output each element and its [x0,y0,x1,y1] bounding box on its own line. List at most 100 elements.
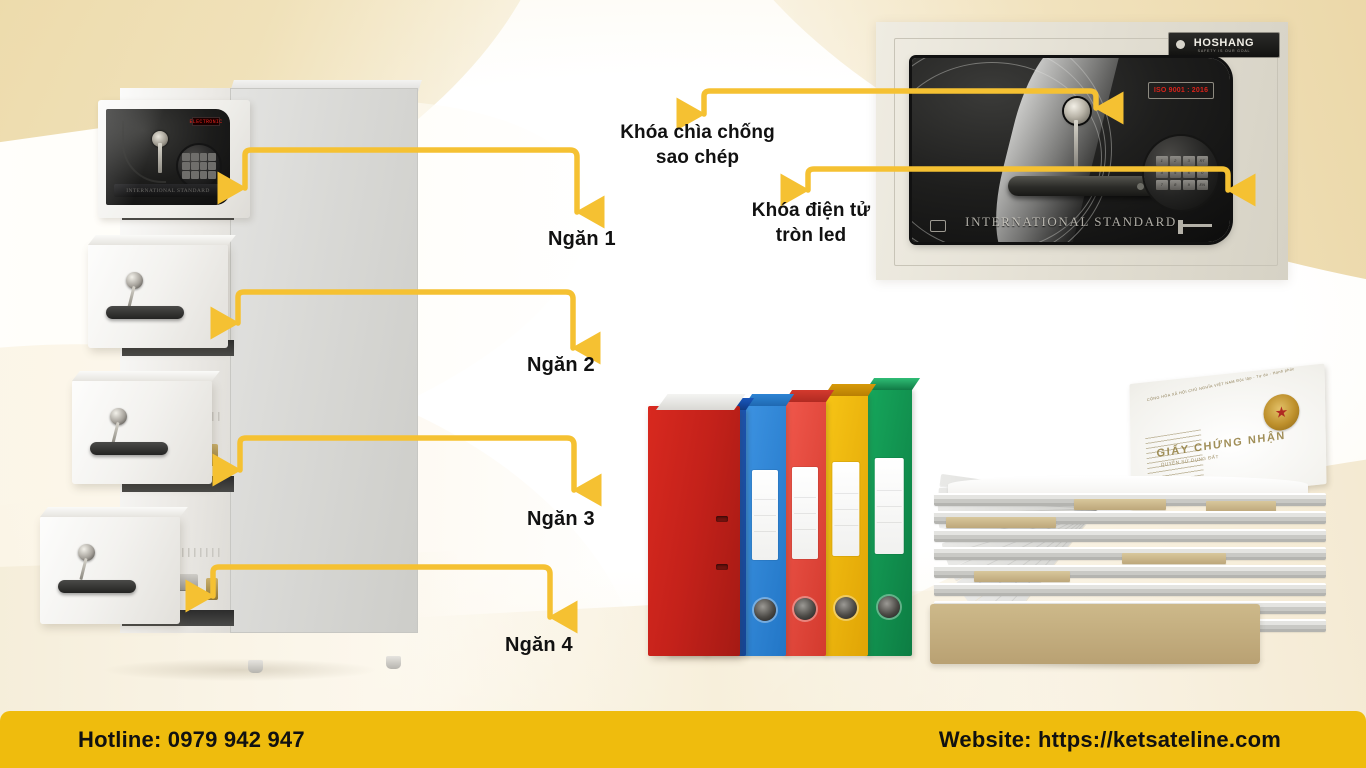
keypad-key-rt[interactable]: RT [1196,156,1208,166]
cabinet-safe-door-face: ELECTRONIC INTERNATIONAL STANDARD [106,109,230,205]
safe-door-standard-text: INTERNATIONAL STANDARD [965,214,1177,229]
cabinet-safe-cable [122,121,166,183]
cabinet-drawer-4-key-icon [79,557,88,581]
safe-iso-badge-text: ISO 9001 : 2016 [1153,87,1209,94]
cabinet-drawer-2-handle[interactable] [106,306,184,319]
cabinet-drawer-4 [40,507,188,624]
binder-lightblue-ring-icon [754,598,776,621]
stack-folder-tab [1074,499,1166,510]
keypad-key-2[interactable]: 2 [1169,156,1181,166]
safe-inserted-key-icon [1074,120,1078,168]
safe-iso-badge: ISO 9001 : 2016 [1148,82,1214,99]
stack-folder-tab [1122,553,1226,564]
safe-door-arc-2 [912,58,1106,242]
cabinet-brass-bolt-4 [206,578,218,600]
cabinet-safe-led-text: ELECTRONIC [189,118,223,125]
safe-brand-name: HOSHANG [1193,37,1255,49]
cabinet-drawer-1-safe: ELECTRONIC INTERNATIONAL STANDARD [98,100,250,218]
binder-lightblue-label [751,469,779,561]
label-ngan-4: Ngăn 4 [505,634,573,656]
documents-group: CỘNG HÒA XÃ HỘI CHỦ NGHĨA VIỆT NAM Độc l… [930,363,1334,672]
keypad-key-5[interactable]: 5 [1169,168,1181,178]
stack-layer [934,529,1326,542]
filing-cabinet-photo: ELECTRONIC INTERNATIONAL STANDARD [30,78,450,683]
stack-bottom-folder [930,604,1260,664]
binder-green-ring-icon [878,596,900,619]
cabinet-side-panel [230,88,418,633]
stack-folder-tab [1206,501,1276,512]
cabinet-drawer-3-top [72,371,220,381]
safe-brand-plate: HOSHANG SAFETY IS OUR GOAL [1168,32,1280,58]
safe-electronic-keypad[interactable]: 1 2 3 RT 4 5 6 0 7 8 9 EN [1144,136,1218,210]
cabinet-drawer-3-lock-icon [110,408,127,425]
label-ngan-1: Ngăn 1 [548,228,616,250]
cabinet-safe-brand-strip: INTERNATIONAL STANDARD [114,184,222,197]
cabinet-comb-4 [140,548,224,557]
binder-yellow-ring-icon [835,597,857,620]
binder-coral [784,390,835,656]
stack-folder-tab [974,571,1070,582]
safe-key-glyph-right [1178,220,1212,234]
safe-brand-tagline: SAFETY IS OUR GOAL [1197,49,1251,53]
binder-green [866,378,921,656]
safe-door-arc-1 [912,58,1112,242]
keypad-key-9[interactable]: 9 [1183,180,1195,190]
label-khoa-chia-chong-sao-chep: Khóa chìa chống sao chép [620,122,775,169]
cabinet-drawer-3-key-icon [111,421,120,445]
keypad-key-1[interactable]: 1 [1156,156,1168,166]
label-ngan-3: Ngăn 3 [527,508,595,530]
safe-keypad-keys[interactable]: 1 2 3 RT 4 5 6 0 7 8 9 EN [1156,156,1208,190]
binder-green-label [874,457,904,555]
cabinet-caster-left [248,660,263,673]
cabinet-caster-right [386,656,401,669]
stack-layer [934,583,1326,596]
keypad-key-8[interactable]: 8 [1169,180,1181,190]
safe-outer-frame [894,38,1278,266]
safe-key-glyph-left [930,220,946,232]
cabinet-safe-keypad-icon [182,153,216,179]
binder-red-pages [656,394,746,410]
cabinet-floor-shadow [50,657,430,683]
keypad-key-4[interactable]: 4 [1156,168,1168,178]
cabinet-drawer-4-top [40,507,188,517]
contact-footer-bar: Hotline: 0979 942 947 Website: https://k… [0,711,1366,768]
stack-folder-tab [946,517,1056,528]
binder-red-slot-top [716,516,728,522]
cabinet-drawer-2-lock-icon [126,272,143,289]
footer-website[interactable]: Website: https://ketsateline.com [938,726,1281,752]
cabinet-safe-led-display: ELECTRONIC [189,117,223,126]
footer-hotline[interactable]: Hotline: 0979 942 947 [78,726,305,752]
binder-coral-label [791,466,819,559]
binder-red-slot-bottom [716,564,728,570]
stack-top-sheet [948,476,1308,498]
cabinet-drawer-2-key-icon [127,285,136,309]
cabinet-drawer-4-lock-icon [78,544,95,561]
cabinet-drawer-2 [88,235,236,348]
keypad-key-en[interactable]: EN [1196,180,1208,190]
cabinet-drawer-3 [72,371,220,484]
cabinet-drawer-4-handle[interactable] [58,580,136,593]
cabinet-safe-keyhole-icon [152,131,168,147]
safe-door-panel: ISO 9001 : 2016 1 2 3 RT 4 5 6 0 7 8 9 E… [912,58,1230,242]
label-khoa-dien-tu-tron-led: Khóa điện tử tròn led [751,200,871,247]
cabinet-safe-key-icon [158,143,162,173]
national-emblem-icon [1263,392,1300,433]
keypad-key-0[interactable]: 0 [1196,168,1208,178]
paper-stack [930,476,1326,664]
binder-yellow [824,384,877,656]
binder-red-front-cover [648,394,746,656]
cabinet-safe-brand-text: INTERNATIONAL STANDARD [126,187,210,194]
binders-group [648,356,978,656]
keypad-key-6[interactable]: 6 [1183,168,1195,178]
safe-door-handle[interactable] [1008,176,1158,196]
binder-lightblue [744,394,795,656]
cabinet-drawer-2-top [88,235,236,245]
safe-brand-logo-icon [1176,40,1185,49]
cabinet-drawer-3-handle[interactable] [90,442,168,455]
safe-door-arc-3 [912,62,1102,242]
keypad-key-7[interactable]: 7 [1156,180,1168,190]
hoshang-safe-photo: HOSHANG SAFETY IS OUR GOAL ISO 9001 : 20… [876,22,1288,280]
keypad-key-3[interactable]: 3 [1183,156,1195,166]
binder-yellow-label [832,462,860,557]
